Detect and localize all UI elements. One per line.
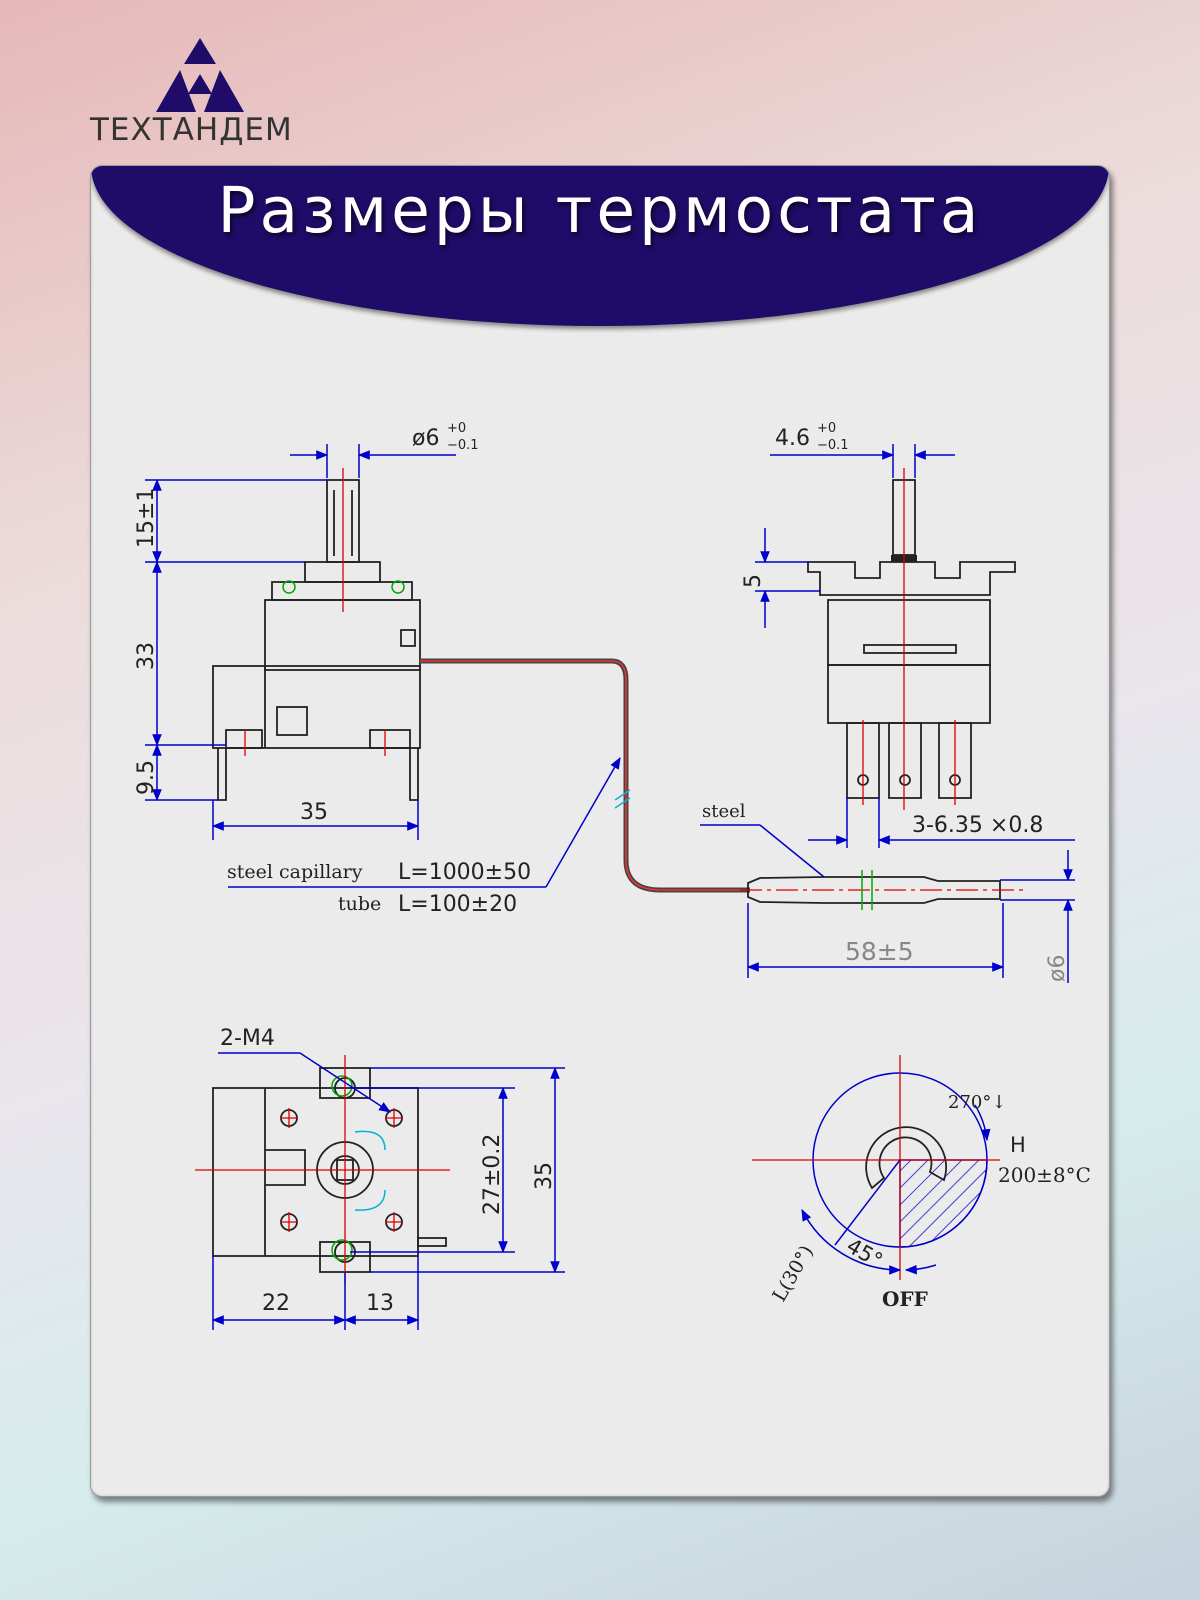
- screws-label: 2-M4: [220, 1026, 275, 1051]
- tube-length: L=100±20: [398, 892, 517, 917]
- housing-lower: [212, 665, 421, 749]
- front-housing-lower: [827, 664, 991, 724]
- flat-tol-upper: +0: [817, 421, 836, 436]
- terminals-label: 3-6.35 ×0.8: [912, 813, 1043, 838]
- top-housing: [212, 1087, 419, 1257]
- page-title: Размеры термостата: [217, 174, 983, 247]
- body-height-label: 33: [134, 642, 159, 670]
- right-width-label: 13: [366, 1291, 394, 1316]
- steel-capillary-label: steel capillary: [227, 861, 363, 883]
- front-housing-upper: [827, 599, 991, 666]
- brand-logo: ТЕХТАНДЕМ: [88, 34, 328, 164]
- flat-tol-lower: −0.1: [817, 438, 849, 453]
- low-mark-label: L(30°): [768, 1242, 818, 1306]
- left-width-label: 22: [262, 1291, 290, 1316]
- bulb-diameter-label: ø6: [1045, 955, 1070, 982]
- steel-label: steel: [702, 801, 746, 822]
- capillary: 58±5 ø6 steel steel capillary L=1000±50 …: [227, 658, 1075, 983]
- tube-label: tube: [338, 893, 381, 915]
- content-card: Размеры термостата: [90, 165, 1110, 1497]
- hole-spacing-label: 27±0.2: [480, 1134, 505, 1215]
- steel-capillary-length: L=1000±50: [398, 860, 531, 885]
- body-width-label: 35: [300, 800, 328, 825]
- bracket-offset-label: 5: [741, 574, 766, 588]
- shaft-height-label: 15±1: [134, 488, 159, 548]
- triforce-triangle-icon: [156, 38, 244, 112]
- side-view: ø6 +0 −0.1 15±1 33 9.5 35: [134, 421, 479, 840]
- high-mark-label: H: [1010, 1133, 1026, 1157]
- hatched-sector: [899, 1159, 988, 1248]
- shaft-tol-upper: +0: [447, 421, 466, 436]
- dial-view: 270°↓ H 200±8°C 45° L(30°) OFF: [752, 1055, 1091, 1311]
- shaft-tol-lower: −0.1: [447, 438, 479, 453]
- front-view: 4.6 +0 −0.1 5 3-6.35 ×0.8: [741, 421, 1075, 848]
- bracket-height-label: 9.5: [134, 760, 159, 795]
- shaft-diameter-label: ø6: [412, 426, 439, 451]
- high-temp-label: 200±8°C: [998, 1163, 1091, 1187]
- brand-name: ТЕХТАНДЕМ: [90, 112, 293, 148]
- top-height-label: 35: [532, 1162, 557, 1190]
- rotation-label: 270°↓: [948, 1092, 1006, 1113]
- flat-width-label: 4.6: [775, 426, 810, 451]
- off-label: OFF: [882, 1287, 928, 1311]
- top-view: 2-M4 27±0.2 35 22 13: [195, 1026, 565, 1330]
- bulb-length-label: 58±5: [845, 937, 914, 966]
- off-angle-label: 45°: [843, 1234, 887, 1273]
